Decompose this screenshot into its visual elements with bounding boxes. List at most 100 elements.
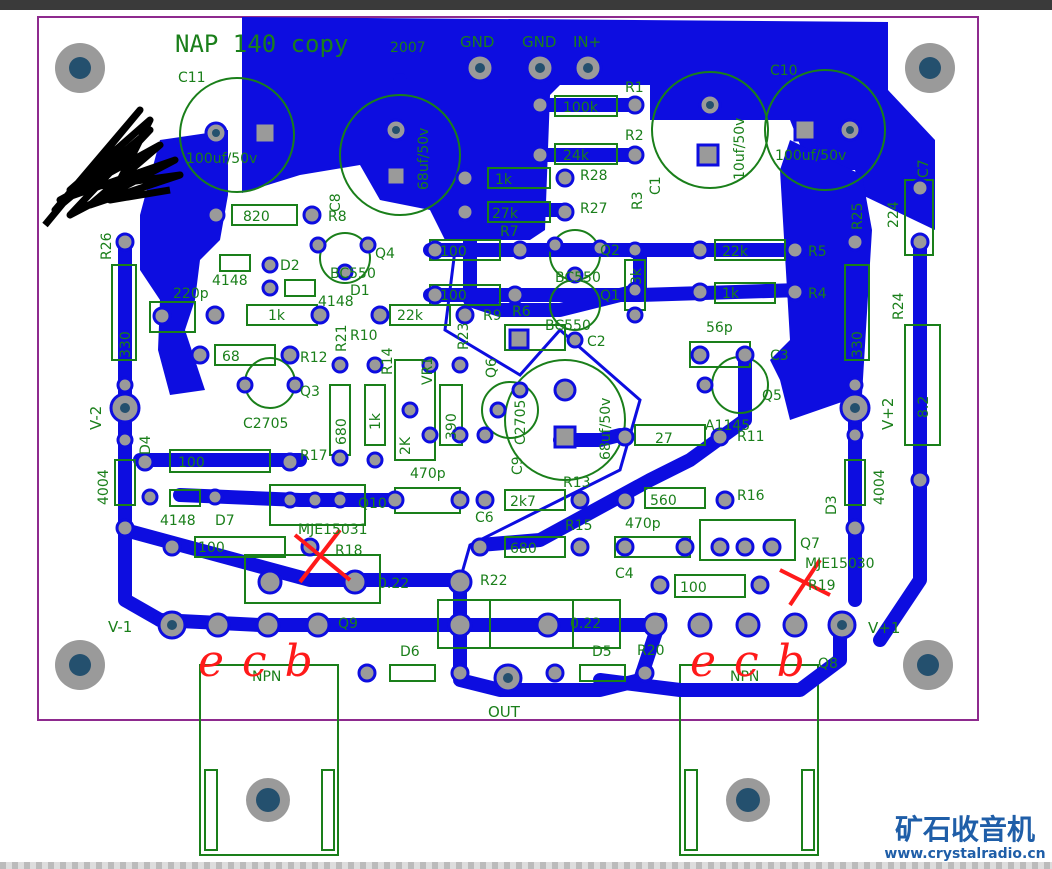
package-q8: NPN [730, 669, 759, 685]
value-q4: BC550 [330, 266, 376, 282]
label-r12: R12 [300, 350, 328, 366]
value-vr1: 2K [398, 436, 414, 455]
value-r17: 100 [178, 455, 205, 471]
value-c11: 100uf/50v [186, 151, 257, 167]
value-r26: 330 [118, 331, 134, 358]
value-r13: 2k7 [510, 494, 536, 510]
label-v-minus-1: V-1 [108, 618, 132, 636]
label-q3: Q3 [300, 384, 320, 400]
label-c3: C3 [770, 348, 789, 364]
label-c6: C6 [475, 510, 494, 526]
value-q7: MJE15030 [805, 556, 875, 572]
label-v-minus-2: V-2 [87, 406, 105, 430]
label-r7: R7 [500, 224, 519, 240]
value-r9: 22k [397, 308, 424, 324]
value-c9: 68uf/50v [598, 398, 614, 460]
value-r7: 100 [440, 244, 467, 260]
watermark-url: www.crystalradio.cn [884, 846, 1046, 862]
silkscreen-text: NAP 140 copy 2007 GND GND IN+ OUT V-1 V+… [87, 30, 932, 721]
label-c9: C9 [510, 456, 526, 475]
value-d4: 4004 [96, 469, 112, 505]
label-r9: R9 [483, 308, 502, 324]
label-c1: C1 [648, 176, 664, 195]
label-c11: C11 [178, 70, 206, 86]
value-r18: 100 [198, 540, 225, 556]
value-r19: 100 [680, 580, 707, 596]
window-bottom-bar [0, 862, 1052, 869]
label-q6: Q6 [484, 358, 500, 378]
pads [109, 53, 930, 693]
label-q2: Q2 [600, 243, 620, 259]
value-d3: 4004 [872, 469, 888, 505]
label-r25: R25 [850, 202, 866, 230]
value-r15: 680 [510, 541, 537, 557]
label-d5: D5 [592, 644, 612, 660]
board-title: NAP 140 copy [175, 30, 348, 58]
label-r14: R14 [380, 347, 396, 375]
value-r28: 1k [495, 172, 513, 188]
label-d6: D6 [400, 644, 420, 660]
label-r10: R10 [350, 328, 378, 344]
label-r8: R8 [328, 209, 347, 225]
label-r16: R16 [737, 488, 765, 504]
label-r2: R2 [625, 128, 644, 144]
value-q10: MJE15031 [298, 522, 368, 538]
copper-layer [140, 17, 935, 420]
label-r20: R20 [637, 643, 665, 659]
label-q8: Q8 [818, 656, 838, 672]
label-q9: Q9 [338, 616, 358, 632]
window-top-bar [0, 0, 1052, 10]
label-v-plus-2: V+2 [879, 398, 897, 430]
thin-tracks [443, 249, 642, 581]
value-r20: 0.22 [570, 616, 601, 632]
label-r22: R22 [480, 573, 508, 589]
label-r19: R19 [808, 578, 836, 594]
value-r2: 24k [563, 148, 590, 164]
label-in-plus: IN+ [573, 33, 601, 51]
label-q7: Q7 [800, 536, 820, 552]
value-c1: 10uf/50v [732, 118, 748, 180]
label-r13: R13 [563, 475, 591, 491]
label-c10: C10 [770, 63, 798, 79]
label-r11: R11 [737, 429, 765, 445]
pin-annotation-right: ecb [690, 636, 823, 687]
value-r23: 390 [444, 413, 460, 440]
value-c10: 100uf/50v [775, 148, 846, 164]
value-q1: BC550 [545, 318, 591, 334]
value-r5: 22k [722, 244, 749, 260]
value-c6: 470p [410, 466, 446, 482]
label-r15: R15 [565, 518, 593, 534]
value-c5: 220p [173, 286, 209, 302]
label-c7: C7 [916, 159, 932, 178]
package-q9: NPN [252, 669, 281, 685]
value-r14: 1k [368, 412, 384, 430]
label-v-plus-1: V+1 [868, 619, 900, 637]
label-gnd-1: GND [460, 33, 494, 51]
label-vr1: VR1 [420, 357, 436, 385]
label-r23: R23 [456, 322, 472, 350]
value-r4: 1k [722, 286, 740, 302]
value-r24: 8.2 [916, 396, 932, 418]
label-q5: Q5 [762, 388, 782, 404]
label-r3: R3 [630, 191, 646, 210]
value-d7: 4148 [160, 513, 196, 529]
label-r21: R21 [334, 324, 350, 352]
value-r6: 100 [440, 288, 467, 304]
pin-annotation-left: ecb [198, 636, 331, 687]
label-r27: R27 [580, 201, 608, 217]
label-q10: Q10 [358, 496, 387, 512]
label-d1: D1 [350, 283, 370, 299]
label-r26: R26 [99, 232, 115, 260]
value-q5: A1145 [705, 418, 750, 434]
value-r3: 3k [629, 267, 645, 285]
value-c8: 68uf/50v [416, 128, 432, 190]
label-r6: R6 [512, 304, 531, 320]
label-r28: R28 [580, 168, 608, 184]
value-r16: 560 [650, 493, 677, 509]
scribble-mark [42, 106, 184, 228]
value-r25: 330 [850, 331, 866, 358]
label-r18: R18 [335, 543, 363, 559]
value-c3: 56p [706, 320, 733, 336]
value-r27: 27k [492, 206, 519, 222]
mounting-holes [55, 43, 955, 822]
